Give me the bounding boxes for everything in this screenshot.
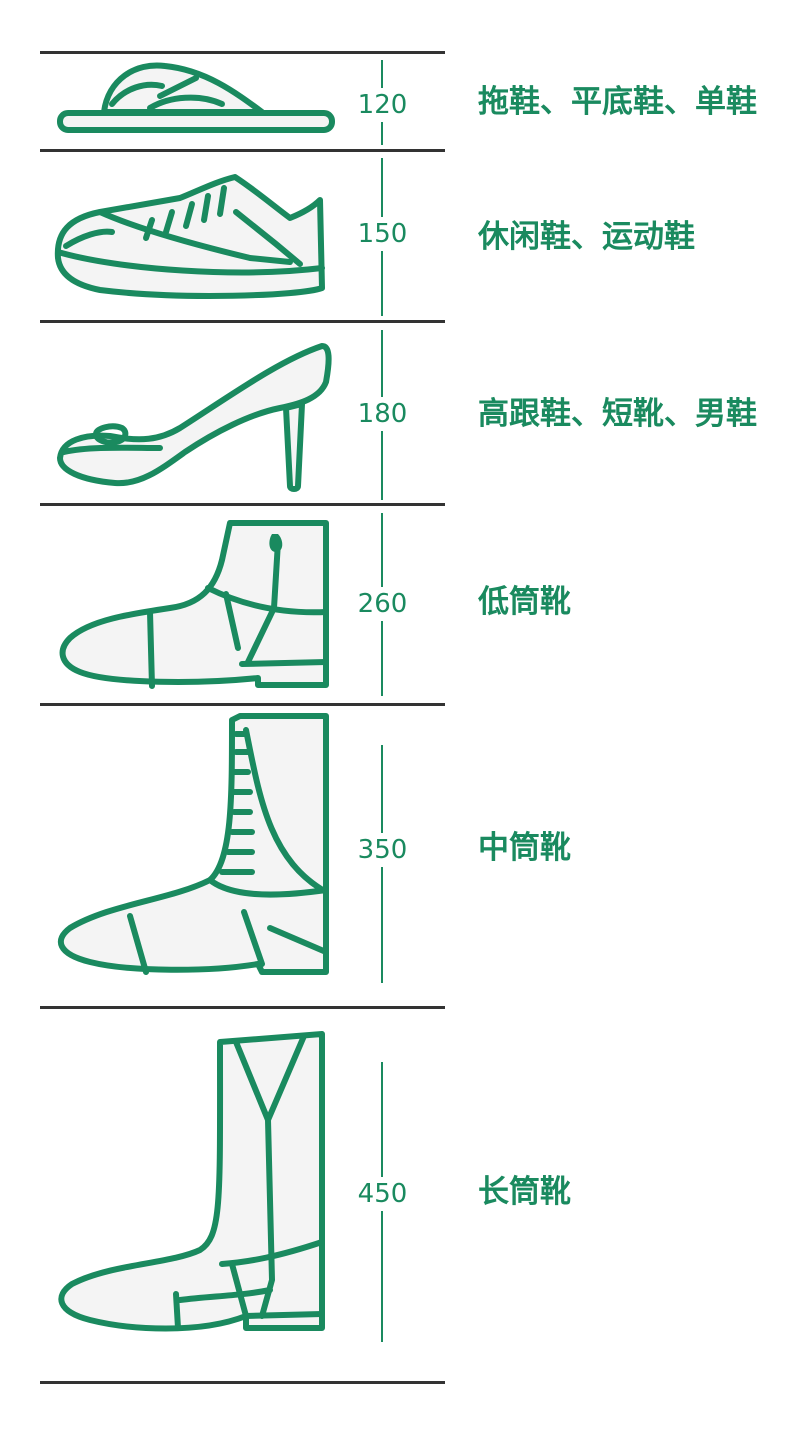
slipper-icon bbox=[57, 62, 335, 133]
shelf-line bbox=[40, 1006, 445, 1009]
shoe-type-label: 高跟鞋、短靴、男鞋 bbox=[478, 396, 757, 432]
height-label: 150 bbox=[330, 217, 435, 251]
shoe-type-label: 中筒靴 bbox=[478, 830, 571, 866]
height-label: 450 bbox=[330, 1177, 435, 1211]
ankle-boot-icon bbox=[59, 520, 329, 689]
height-label: 180 bbox=[330, 397, 435, 431]
shelf-line bbox=[40, 51, 445, 54]
shoe-type-label: 拖鞋、平底鞋、单鞋 bbox=[478, 84, 757, 120]
shelf-line bbox=[40, 1381, 445, 1384]
height-label: 120 bbox=[330, 88, 435, 122]
sneaker-icon bbox=[54, 174, 325, 299]
height-label: 260 bbox=[330, 587, 435, 621]
mid-boot-icon bbox=[57, 713, 329, 975]
shelf-line bbox=[40, 149, 445, 152]
high-heel-icon bbox=[57, 343, 332, 492]
shelf-line bbox=[40, 503, 445, 506]
shelf-line bbox=[40, 320, 445, 323]
height-label: 350 bbox=[330, 833, 435, 867]
tall-boot-icon bbox=[58, 1031, 325, 1332]
shoe-type-label: 长筒靴 bbox=[478, 1174, 571, 1210]
shelf-line bbox=[40, 703, 445, 706]
shoe-type-label: 休闲鞋、运动鞋 bbox=[478, 219, 695, 255]
shoe-type-label: 低筒靴 bbox=[478, 584, 571, 620]
